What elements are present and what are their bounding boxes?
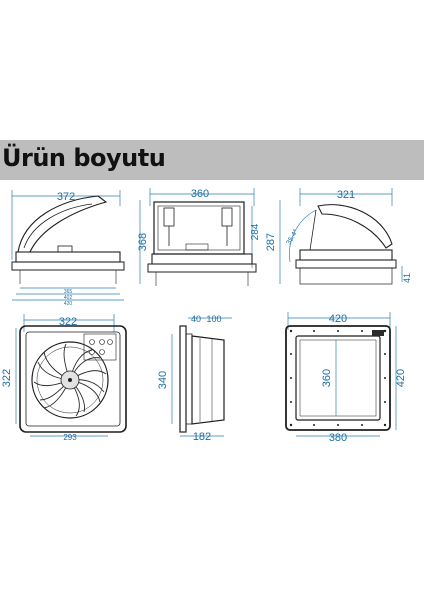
title-banner: Ürün boyutu (0, 140, 424, 180)
bottom-inner-width-label: 380 (329, 432, 347, 444)
section-view: 40 100 340 182 (157, 314, 232, 443)
section-flange-a-label: 40 (191, 314, 201, 324)
side-right-width-label: 321 (337, 189, 355, 201)
side-right-angle-label: 35.4° (285, 228, 300, 246)
section-height-label: 340 (157, 371, 169, 389)
side-left-base-dim-2: 402 (64, 295, 73, 301)
side-left-base-dim-1: 365 (64, 289, 73, 295)
side-left-base-dim-3: 420 (64, 301, 73, 307)
front-width-label: 360 (191, 188, 209, 200)
side-view-left: 372 365 402 420 (11, 190, 125, 307)
side-left-width-label: 372 (57, 191, 75, 203)
top-width-label: 322 (59, 316, 77, 328)
side-right-base-label: 41 (402, 273, 412, 283)
bottom-outer-height-label: 420 (395, 369, 407, 387)
section-depth-label: 182 (193, 431, 211, 443)
front-inner-height-label: 284 (250, 223, 261, 240)
bottom-view: 420 360 420 380 (285, 312, 407, 444)
side-right-height-label: 287 (265, 233, 277, 251)
front-height-label: 368 (137, 233, 149, 251)
bottom-outer-width-label: 420 (329, 313, 347, 325)
bottom-inner-height-label: 360 (321, 369, 333, 387)
page-title: Ürün boyutu (2, 144, 166, 172)
top-view: 322 322 (1, 314, 127, 442)
top-height-label: 322 (1, 369, 13, 387)
top-fan-offset-label: 293 (63, 433, 77, 442)
section-flange-b-label: 100 (206, 314, 221, 324)
front-view: 360 368 284 (137, 188, 261, 286)
side-view-right: 321 287 35.4° 41 (265, 188, 412, 285)
mounting-holes (289, 329, 387, 427)
